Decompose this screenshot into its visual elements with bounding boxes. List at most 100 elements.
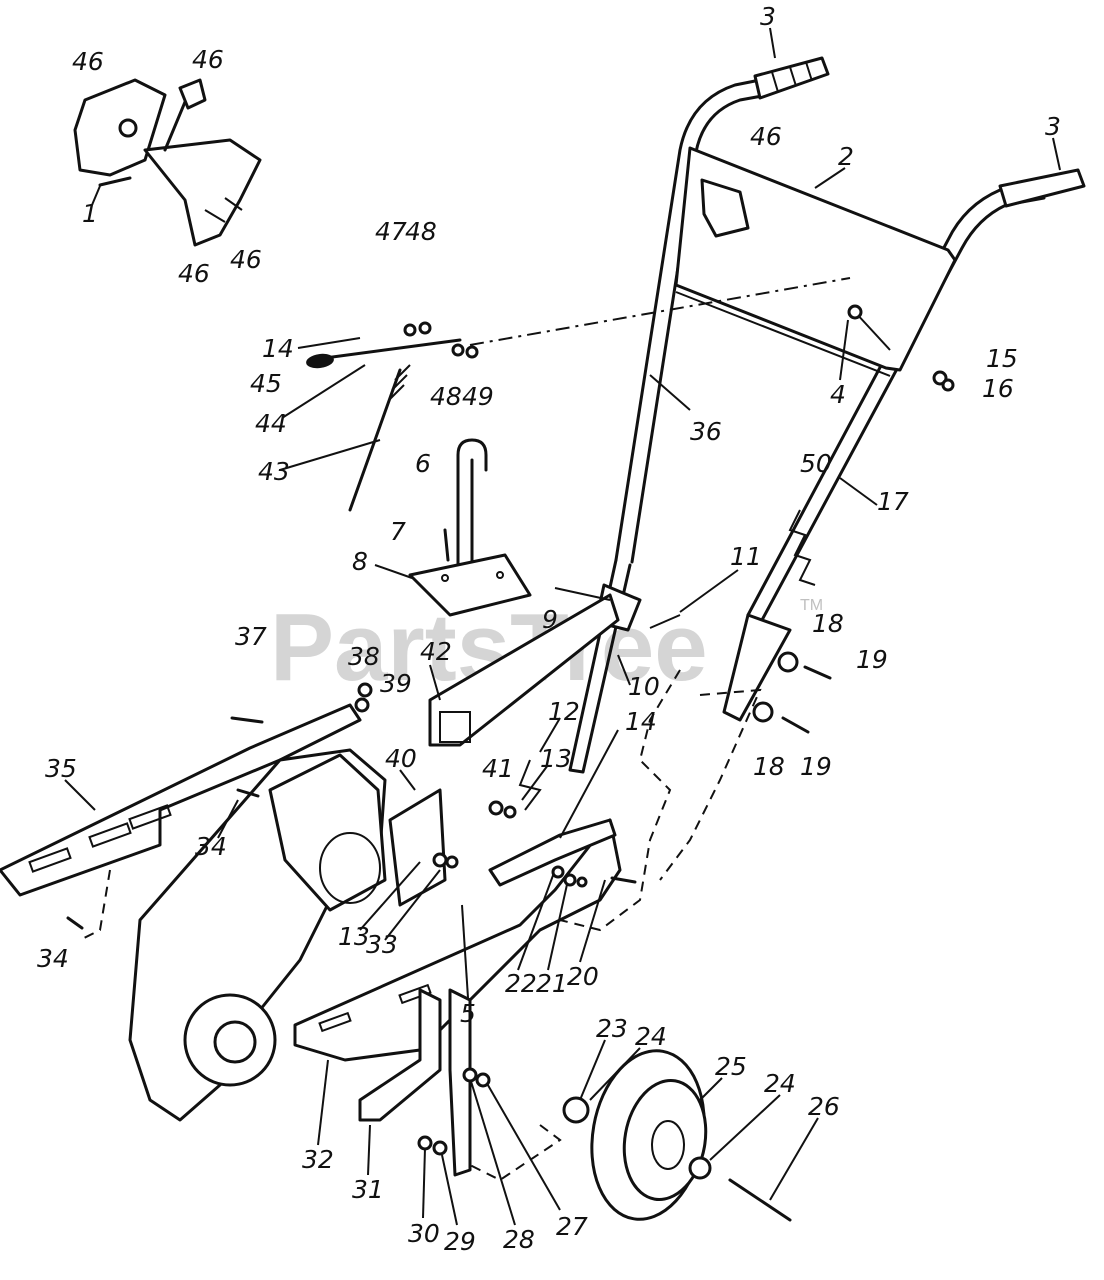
- leader-10: [617, 654, 631, 686]
- bolt-4: [854, 311, 891, 351]
- washer-18b: [752, 701, 774, 723]
- hardware-nuts: [66, 682, 637, 1156]
- leader-44: [281, 364, 366, 419]
- leader-2: [814, 167, 846, 189]
- leader-24a: [589, 1047, 641, 1101]
- leader-29: [441, 1154, 458, 1226]
- label-18b: 18: [753, 752, 785, 781]
- label-48a: 48: [405, 217, 437, 246]
- label-34a: 34: [195, 832, 227, 861]
- label-11: 11: [730, 542, 762, 571]
- routing-dash-a: [559, 669, 681, 932]
- tine-bracket-31: [358, 988, 472, 1177]
- label-47: 47: [375, 217, 407, 246]
- label-24b: 24: [764, 1069, 796, 1098]
- cable-routing-line: [469, 277, 851, 346]
- handle-lower-right: [722, 613, 792, 722]
- label-14b: 14: [625, 707, 657, 736]
- label-7: 7: [390, 517, 406, 546]
- leader-28: [469, 1077, 516, 1226]
- label-43: 43: [258, 457, 290, 486]
- watermark-trademark: TM: [800, 597, 823, 614]
- washer-24: [688, 1156, 712, 1180]
- label-10: 10: [628, 672, 660, 701]
- leader-35: [64, 779, 96, 811]
- bolt-19a: [803, 665, 832, 680]
- label-44: 44: [255, 409, 287, 438]
- grip-left: [753, 56, 830, 100]
- leader-3b: [1052, 137, 1061, 171]
- leader-12: [539, 717, 561, 753]
- leader-43: [279, 439, 381, 471]
- label-28: 28: [503, 1225, 535, 1254]
- routing-dash-c: [79, 869, 111, 941]
- label-16: 16: [982, 374, 1014, 403]
- label-6: 6: [415, 449, 431, 478]
- leader-24b: [709, 1094, 781, 1161]
- leader-23: [579, 1039, 606, 1101]
- leader-27: [484, 1079, 561, 1211]
- leader-25: [699, 1077, 723, 1101]
- label-34b: 34: [37, 944, 69, 973]
- leader-14b: [559, 729, 619, 839]
- label-13a: 13: [540, 744, 572, 773]
- plate-8: [408, 553, 532, 617]
- label-32: 32: [302, 1145, 334, 1174]
- leader-21: [547, 879, 569, 971]
- label-1: 1: [82, 199, 98, 228]
- label-41: 41: [482, 754, 514, 783]
- spring-50: [788, 509, 816, 586]
- leader-31: [367, 1124, 371, 1176]
- label-49: 49: [462, 382, 494, 411]
- leader-17: [839, 477, 878, 506]
- bolt-19b: [781, 716, 810, 734]
- label-35: 35: [45, 754, 77, 783]
- leader-1: [91, 185, 101, 206]
- leader-13b: [359, 861, 421, 931]
- leader-13a: [521, 764, 549, 801]
- leader-33: [384, 869, 441, 941]
- knob-4: [847, 304, 863, 320]
- leader-36: [649, 374, 691, 411]
- label-20: 20: [567, 962, 599, 991]
- label-40: 40: [385, 744, 417, 773]
- label-39: 39: [380, 669, 412, 698]
- grip-right: [998, 168, 1086, 208]
- wheel-25: [590, 1049, 708, 1221]
- inset-lever-assembly: [73, 78, 262, 247]
- leader-5: [461, 904, 469, 999]
- label-14a: 14: [262, 334, 294, 363]
- leader-8: [374, 564, 413, 579]
- hairpin-12: [518, 759, 542, 811]
- gear-case: [128, 748, 387, 1122]
- leader-14a: [297, 337, 361, 349]
- label-46c: 46: [750, 122, 782, 151]
- leader-22: [517, 869, 556, 971]
- label-2: 2: [838, 142, 854, 171]
- label-5: 5: [460, 999, 476, 1028]
- label-21: 21: [536, 969, 568, 998]
- label-36: 36: [690, 417, 722, 446]
- label-12: 12: [548, 697, 580, 726]
- leader-32: [317, 1059, 329, 1146]
- depth-stake-6: [456, 438, 488, 567]
- label-15: 15: [986, 344, 1018, 373]
- label-30: 30: [408, 1219, 440, 1248]
- leader-26: [769, 1117, 819, 1201]
- handle-cross-panel: [674, 146, 957, 377]
- label-46e: 46: [178, 259, 210, 288]
- bracket-40: [388, 788, 447, 907]
- label-3b: 3: [1045, 112, 1061, 141]
- nut-16: [941, 378, 955, 392]
- bolt-26: [728, 1178, 792, 1222]
- label-25: 25: [715, 1052, 747, 1081]
- label-19a: 19: [856, 645, 888, 674]
- label-17: 17: [877, 487, 909, 516]
- label-3a: 3: [760, 2, 776, 31]
- leader-20: [579, 879, 606, 963]
- label-4: 4: [830, 380, 846, 409]
- control-lever: [306, 321, 479, 512]
- label-22: 22: [505, 969, 537, 998]
- label-33: 33: [366, 930, 398, 959]
- label-50: 50: [800, 449, 832, 478]
